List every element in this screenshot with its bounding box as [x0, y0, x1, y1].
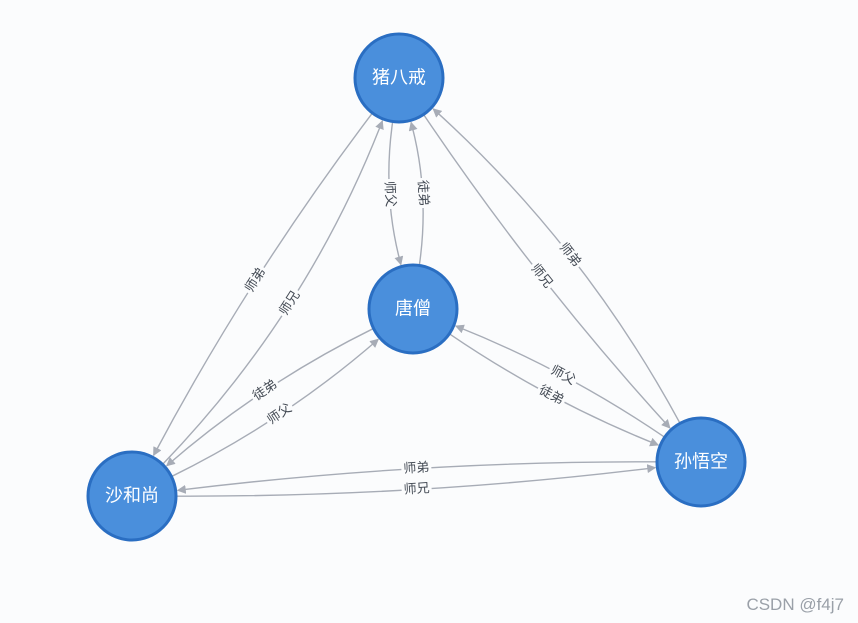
edge-sun-to-sha: 师弟	[176, 458, 658, 494]
edge-tang-to-sha: 徒弟	[166, 327, 374, 467]
edge-label-group: 师父	[262, 398, 298, 431]
edge-zhu-to-tang: 师父	[379, 121, 404, 266]
edge-label-group: 徒弟	[412, 177, 433, 209]
edge-zhu-to-sun: 师兄	[423, 114, 671, 429]
edge-label-background	[262, 398, 298, 431]
edge-label-group: 师弟	[240, 262, 272, 298]
node-zhu[interactable]: 猪八戒	[353, 32, 445, 124]
edge-label-background	[274, 285, 306, 321]
edge-sha-to-tang: 师父	[171, 338, 379, 478]
edge-label-group: 师兄	[274, 285, 306, 321]
watermark: CSDN @f4j7	[746, 595, 844, 614]
edge-label-background	[379, 178, 400, 210]
node-circle[interactable]	[367, 263, 459, 355]
edge-label-background	[553, 237, 587, 273]
edge-label-group: 师弟	[400, 458, 432, 479]
edge-sun-to-tang: 师父	[454, 324, 666, 438]
node-label: 孙悟空	[674, 452, 728, 473]
edge-label: 师兄	[403, 481, 430, 498]
node-label: 猪八戒	[372, 68, 426, 89]
edge-label-background	[401, 479, 433, 500]
edge-label: 徒弟	[414, 180, 430, 207]
node-circle[interactable]	[353, 32, 445, 124]
edge-label-background	[545, 360, 581, 391]
node-label: 唐僧	[395, 299, 431, 320]
edge-sha-to-sun: 师兄	[175, 464, 657, 500]
edge-tang-to-sun: 徒弟	[448, 333, 660, 447]
edge-tang-to-zhu: 徒弟	[408, 121, 433, 266]
edge-label-group: 师父	[379, 178, 400, 210]
edge-label-background	[247, 374, 283, 407]
node-sun[interactable]: 孙悟空	[655, 416, 747, 508]
edge-zhu-to-sha: 师弟	[152, 112, 373, 457]
edge-label: 师弟	[403, 460, 430, 477]
edge-label-group: 徒弟	[247, 374, 283, 407]
node-sha[interactable]: 沙和尚	[86, 450, 178, 542]
edge-label-background	[533, 380, 569, 411]
edge-label-background	[240, 262, 272, 298]
edge-label-group: 师兄	[401, 479, 433, 500]
edge-label-group: 师兄	[524, 258, 558, 294]
edge-label-background	[400, 458, 432, 479]
edge-label-background	[412, 177, 433, 209]
edge-label-background	[524, 258, 558, 294]
node-circle[interactable]	[86, 450, 178, 542]
edge-label: 师父	[381, 181, 397, 208]
node-circle[interactable]	[655, 416, 747, 508]
node-label: 沙和尚	[105, 486, 159, 507]
node-tang[interactable]: 唐僧	[367, 263, 459, 355]
edge-label-group: 师弟	[553, 237, 587, 273]
